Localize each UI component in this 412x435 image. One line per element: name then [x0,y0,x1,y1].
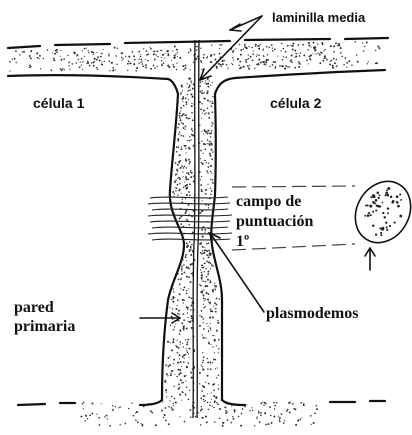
label-primary-wall-2: primaria [14,318,75,335]
pit-field-hatching [148,197,232,240]
label-pit-field-3: 1º [236,233,249,250]
label-cell-1: célula 1 [33,95,85,111]
middle-lamella-lines [193,40,199,418]
middle-lamella-arrow-lower [200,16,262,80]
inset-arrow [365,248,375,270]
vertical-wall [162,94,222,400]
pit-field-inset [344,171,412,252]
label-primary-wall-1: pared [14,299,54,316]
label-plasmodesmata: plasmodemos [266,305,358,322]
primary-wall-arrow [140,313,180,323]
label-pit-field-2: puntuación [236,213,313,230]
bottom-wall [18,400,385,405]
label-pit-field-1: campo de [236,193,301,210]
wall-left-contour [162,94,184,400]
label-middle-lamella: laminilla media [272,10,366,25]
label-cell-2: célula 2 [270,95,322,111]
middle-lamella-arrow-upper [230,16,262,31]
